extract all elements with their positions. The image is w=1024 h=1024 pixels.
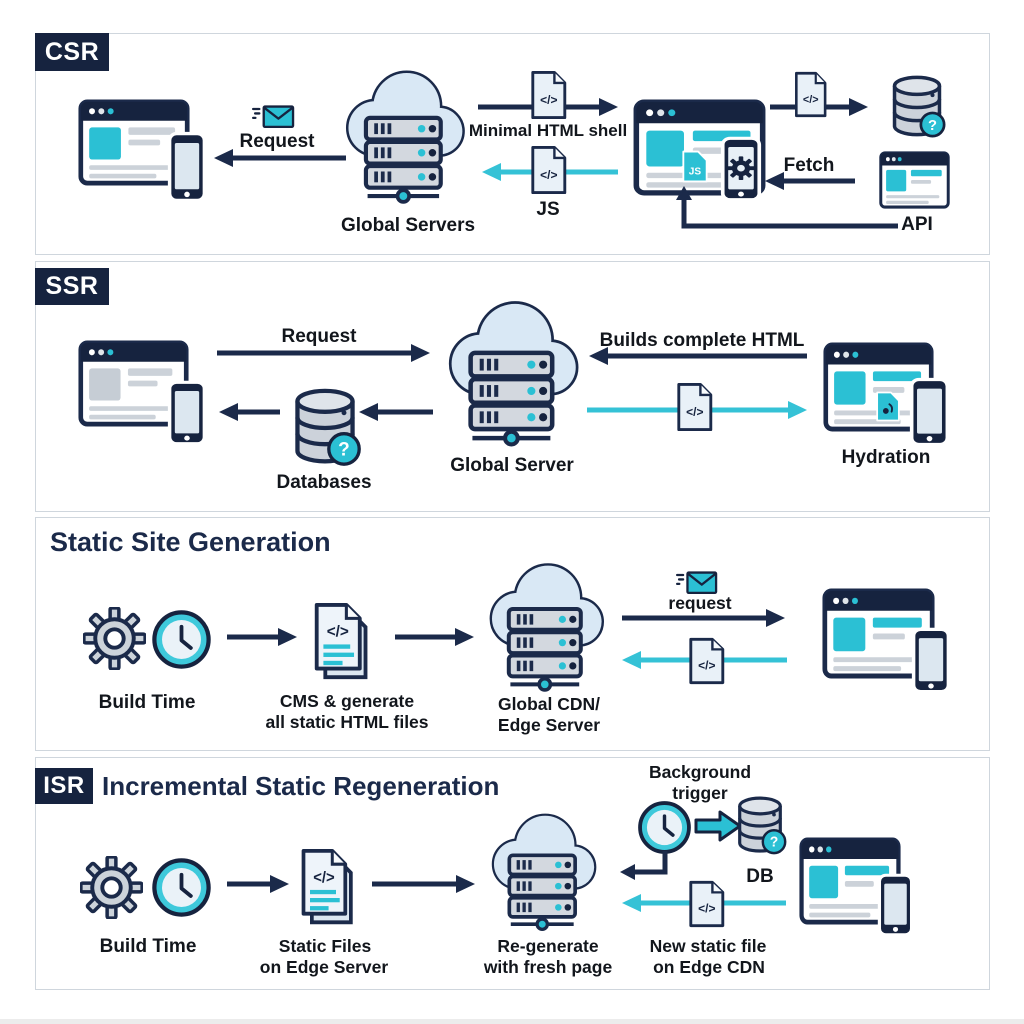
cms-label-line2: all static HTML files [265, 712, 429, 732]
db-label: DB [746, 866, 774, 887]
deploy-arrow-right [395, 628, 474, 646]
code-glyph: </> [327, 624, 349, 641]
hydration-js-badge-icon [876, 391, 900, 422]
doc-stack-icon: </> [301, 848, 353, 925]
regenerate-line2: with fresh page [483, 957, 613, 977]
ssg-request-arrow-right [622, 609, 785, 627]
regenerate-line1: Re-generate [497, 936, 599, 956]
clock-icon [151, 857, 212, 918]
ssr-badge: SSR [35, 268, 109, 305]
code-file-icon: </> [689, 637, 725, 685]
code-glyph: </> [803, 94, 819, 106]
csr-request-label: Request [239, 131, 315, 152]
phone-icon [167, 380, 207, 446]
code-file-icon: </> [531, 145, 567, 195]
ssg-request-label: request [668, 593, 732, 613]
deploy-arrow-right [372, 875, 475, 893]
background-line1: Background [648, 762, 752, 782]
code-glyph: </> [686, 405, 703, 419]
clock-icon [151, 609, 212, 670]
phone-icon [911, 627, 951, 694]
trigger-elbow-arrow-left [620, 851, 668, 880]
global-server-label: Global Server [450, 455, 574, 476]
js-badge-glyph: JS [689, 166, 702, 177]
code-glyph: </> [698, 659, 715, 673]
cdn-label-line2: Edge Server [497, 715, 601, 735]
cloud-server-icon [336, 63, 469, 206]
databases-label: Databases [276, 472, 372, 493]
api-label: API [901, 214, 933, 235]
request-arrow-right [217, 344, 430, 362]
static-files-line2: on Edge Server [259, 957, 389, 977]
cloud-server-icon [480, 556, 608, 694]
code-glyph: </> [313, 869, 335, 886]
phone-icon [909, 377, 950, 447]
code-glyph: </> [540, 168, 557, 182]
fetch-arrow-left [765, 172, 855, 190]
phone-icon [167, 131, 207, 203]
database-icon: ? [886, 75, 946, 138]
server-to-db-arrow-left [359, 403, 433, 421]
gear-icon [80, 856, 143, 919]
csr-badge: CSR [35, 33, 109, 71]
ssg-build-time-label: Build Time [98, 692, 196, 713]
trigger-clock-icon [637, 800, 692, 855]
build-arrow-right [227, 875, 289, 893]
new-file-line1: New static file [649, 936, 767, 956]
cloud-server-icon [483, 807, 600, 933]
cms-label-line1: CMS & generate [279, 691, 415, 711]
ssg-title: Static Site Generation [50, 527, 331, 557]
bottom-strip [0, 1019, 1024, 1024]
js-file-badge-icon: JS [682, 150, 708, 183]
csr-js-label: JS [536, 199, 560, 220]
db-to-client-arrow-left [219, 403, 280, 421]
database-icon: ? [732, 796, 787, 855]
api-elbow-arrow-up [676, 186, 898, 229]
envelope-icon [252, 104, 295, 132]
code-file-icon: </> [795, 71, 827, 118]
global-servers-label: Global Servers [340, 215, 476, 236]
database-icon: ? [287, 388, 361, 466]
cloud-server-icon [438, 293, 583, 449]
question-glyph: ? [338, 440, 350, 461]
question-glyph: ? [770, 834, 779, 850]
code-glyph: </> [540, 93, 557, 107]
isr-badge: ISR [35, 768, 93, 804]
doc-stack-icon: </> [314, 602, 368, 680]
code-file-icon: </> [531, 70, 567, 120]
phone-icon [877, 873, 914, 937]
background-line2: trigger [672, 783, 728, 803]
isr-title: Incremental Static Regeneration [102, 771, 500, 801]
request-arrow-left [214, 149, 346, 167]
isr-build-time-label: Build Time [99, 936, 197, 957]
ssr-request-label: Request [281, 326, 357, 347]
question-glyph: ? [928, 118, 937, 134]
code-glyph: </> [698, 902, 715, 916]
trigger-block-arrow-right [694, 810, 742, 842]
build-arrow-right [227, 628, 297, 646]
code-file-icon: </> [689, 880, 725, 928]
builds-html-label: Builds complete HTML [599, 330, 805, 351]
cdn-label-line1: Global CDN/ [497, 694, 601, 714]
static-files-line1: Static Files [278, 936, 372, 956]
minimal-html-label: Minimal HTML shell [468, 121, 628, 140]
builds-html-arrow-left [589, 347, 807, 365]
hydration-label: Hydration [841, 447, 931, 468]
new-file-line2: on Edge CDN [653, 957, 765, 977]
code-file-icon: </> [677, 382, 713, 432]
fetch-label: Fetch [783, 155, 835, 176]
gear-icon [83, 607, 146, 670]
